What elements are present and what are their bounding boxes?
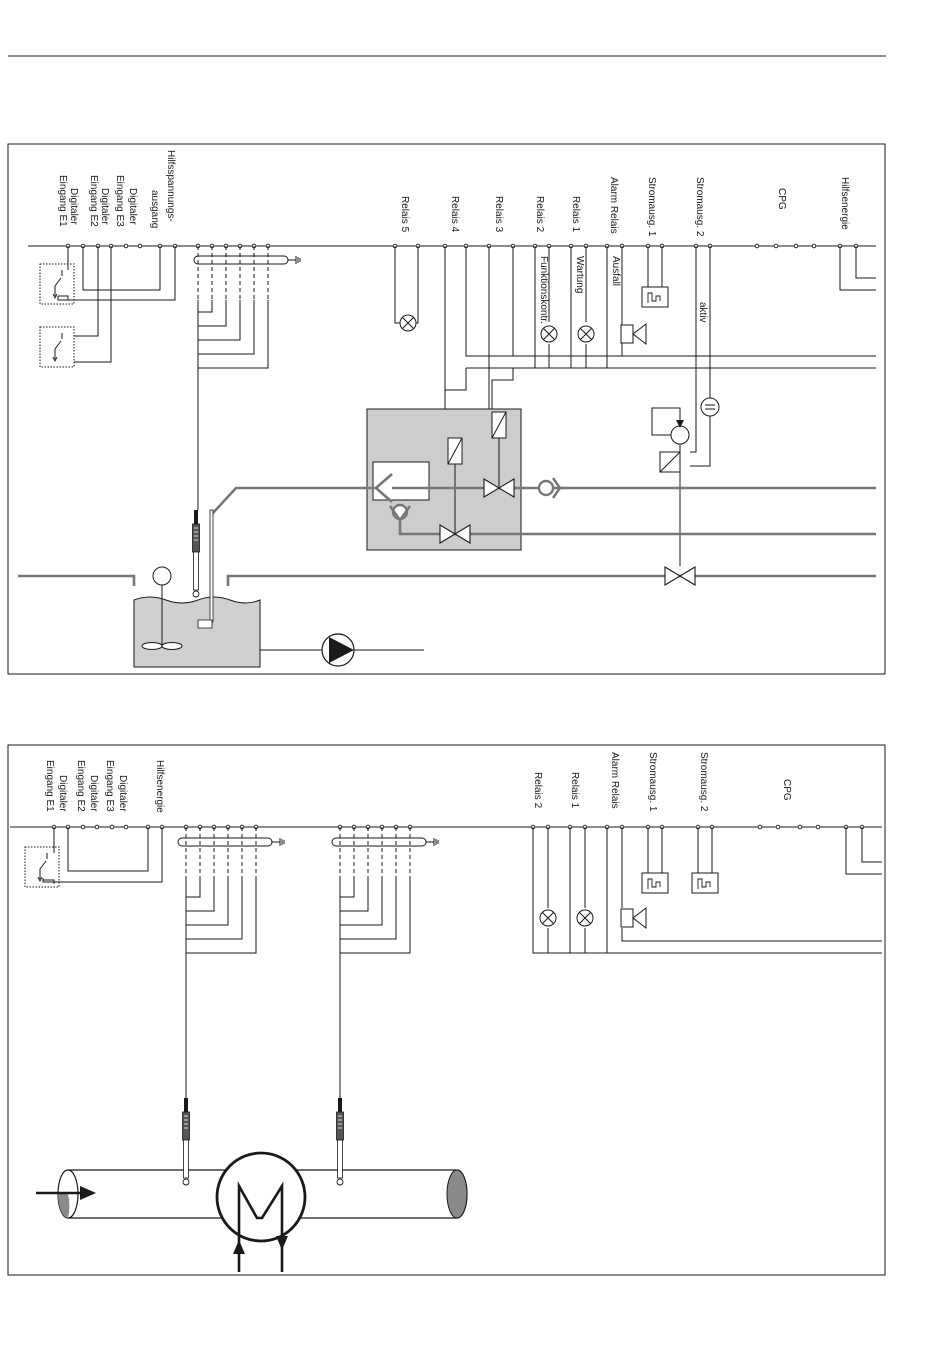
sensor-cable-shield-2a [177,837,285,847]
label-digitaler-1: Digitaler [57,775,68,812]
label-digitaler-2: Digitaler [88,775,99,812]
heat-exchanger [215,1151,307,1243]
label-eingang-e3: Eingang E3 [104,760,115,812]
label-relais-1: Relais 1 [569,772,580,809]
label-eingang-e1: Eingang E1 [57,175,68,227]
label-relais-4: Relais 4 [449,196,460,233]
stromausg-1-meter-2 [641,872,669,894]
process-tank [133,596,261,668]
arrow-up-icon [233,1240,245,1254]
label-ausfall: Ausfall [610,256,621,286]
label-relais-2: Relais 2 [532,772,543,809]
relais-5-lamp [399,314,417,332]
stirrer-blade-right [161,642,183,650]
label-relais-2: Relais 2 [534,196,545,233]
sensor-cable-shield-2b [331,837,439,847]
alarm-horn [620,323,647,345]
stirrer-blade-left [141,642,163,650]
current-converter-icon [700,397,720,417]
label-relais-3: Relais 3 [493,196,504,233]
digital-input-switch-e2 [39,326,75,368]
label-digitaler-2: Digitaler [99,188,110,225]
relais-2-lamp-2 [539,909,557,927]
label-eingang-e2: Eingang E2 [88,175,99,227]
ph-sensor-tank [192,509,200,598]
stirrer-motor [152,566,172,586]
relais-1-lamp [577,325,595,343]
label-cpg: CPG [776,188,787,210]
label-digitaler-1: Digitaler [68,188,79,225]
label-funktionskontr: Funktionskontr. [538,256,549,324]
label-ausgang: ausgang [149,190,160,228]
temp-sensor [209,509,214,623]
digital-input-switch-e1 [39,263,75,305]
arrow-down-icon [276,1236,288,1250]
label-wartung: Wartung [574,256,585,293]
label-stromausg-2: Stromausg. 2 [698,752,709,812]
label-stromausg-2: Stromausg. 2 [694,177,705,237]
label-eingang-e2: Eingang E2 [75,760,86,812]
label-alarm-relais: Alarm Relais [609,752,620,809]
main-control-valve [664,566,696,586]
stromausg-1-meter [641,286,669,308]
label-eingang-e1: Eingang E1 [44,760,55,812]
label-aktiv: aktiv [697,302,708,323]
flow-arrow-icon [80,1186,96,1200]
label-hilfsenergie: Hilfsenergie [839,177,850,230]
wiring-diagram-2: Eingang E1 Digitaler Eingang E2 Digitale… [7,744,886,1276]
label-stromausg-1: Stromausg. 1 [646,177,657,237]
ph-sensor-outlet [336,1097,344,1186]
label-hilfsenergie: Hilfsenergie [154,760,165,813]
sensor-cable-shield [193,255,301,265]
stromausg-2-meter-2 [691,872,719,894]
label-digitaler-3: Digitaler [117,775,128,812]
label-alarm-relais: Alarm Relais [608,177,619,234]
ph-sensor-inlet [182,1097,190,1186]
label-hilfsspannungs: Hilfsspannungs- [165,150,176,222]
left-terminal-labels-2: Eingang E1 Digitaler Eingang E2 Digitale… [44,760,165,813]
diagram-1-frame [7,143,886,675]
left-terminal-labels: Eingang E1 Digitaler Eingang E2 Digitale… [57,150,176,228]
relais-2-lamp [540,325,558,343]
label-relais-5: Relais 5 [399,196,410,233]
label-eingang-e3: Eingang E3 [114,175,125,227]
label-relais-1: Relais 1 [570,196,581,233]
actuator-icon [670,425,690,445]
check-valve-right [537,479,555,497]
relais-1-lamp-2 [576,909,594,927]
top-terminal-labels: Relais 5 Relais 4 Relais 3 Relais 2 Rela… [399,177,850,237]
label-digitaler-3: Digitaler [127,188,138,225]
top-terminal-labels-2: Relais 2 Relais 1 Alarm Relais Stromausg… [532,752,792,812]
wiring-diagram-1: Eingang E1 Digitaler Eingang E2 Digitale… [7,143,886,675]
label-stromausg-1: Stromausg. 1 [647,752,658,812]
alarm-horn-2 [620,907,647,929]
label-cpg: CPG [781,779,792,801]
diagram-2-frame [7,744,886,1276]
